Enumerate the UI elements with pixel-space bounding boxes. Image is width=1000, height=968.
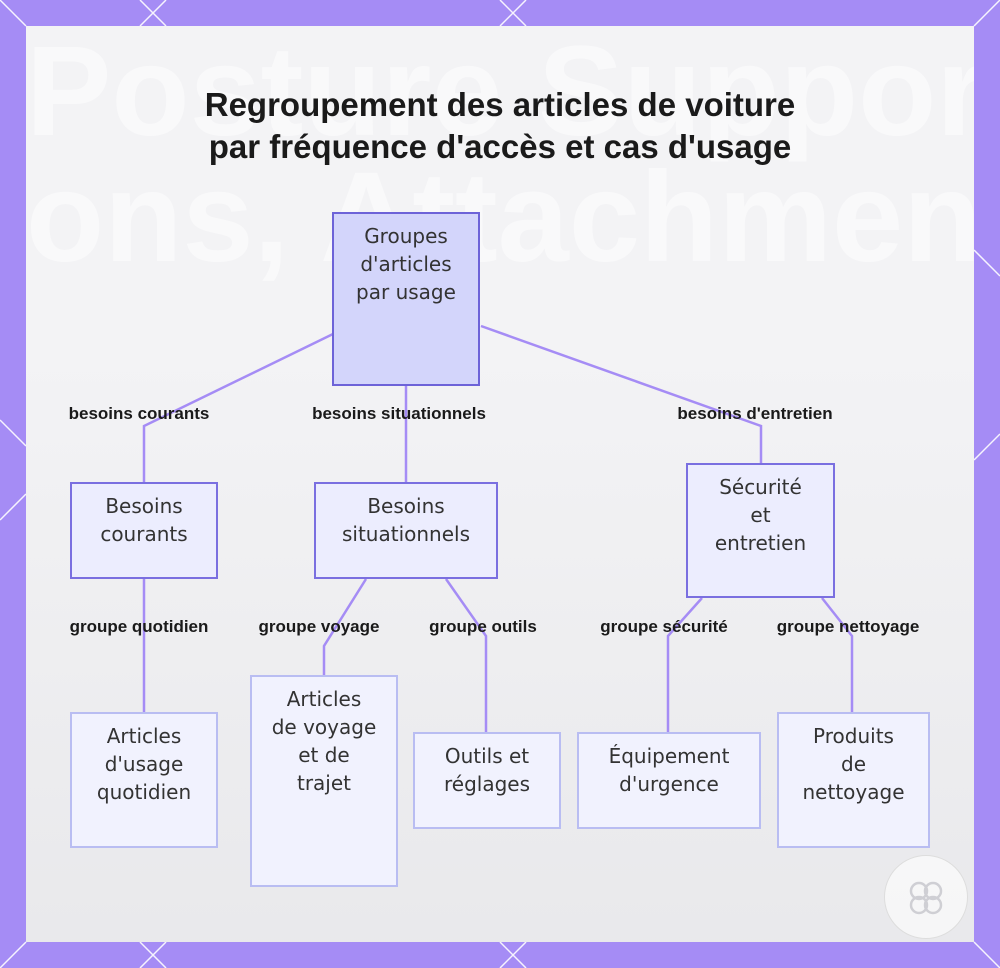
edge-label-securite: groupe sécurité <box>600 617 728 636</box>
edge-label-nettoyage: groupe nettoyage <box>776 617 920 636</box>
edge-label-courants: besoins courants <box>68 404 210 423</box>
node-articles-voyage: Articles de voyage et de trajet <box>250 675 398 887</box>
edge-root-courants <box>142 332 334 484</box>
edge-label-voyage: groupe voyage <box>258 617 380 636</box>
edge-entretien-nettoyage <box>821 597 854 712</box>
edge-entretien-urgence <box>666 597 703 732</box>
node-equipement-urgence: Équipement d'urgence <box>577 732 761 829</box>
edge-root-entretien <box>480 324 763 463</box>
edge-label-outils: groupe outils <box>429 617 537 636</box>
node-outils-reglages: Outils et réglages <box>413 732 561 829</box>
node-securite-entretien: Sécurité et entretien <box>686 463 835 598</box>
diagram-card: Posture Suppor ons, Attachments Regroupe… <box>26 26 974 942</box>
node-besoins-situationnels: Besoins situationnels <box>314 482 498 579</box>
edge-situationnels-outils <box>444 578 488 732</box>
title-line-1: Regroupement des articles de voiture <box>204 86 796 123</box>
node-besoins-courants: Besoins courants <box>70 482 218 579</box>
edge-label-situationnels: besoins situationnels <box>312 404 486 423</box>
node-root: Groupes d'articles par usage <box>332 212 480 386</box>
node-produits-nettoyage: Produits de nettoyage <box>777 712 930 848</box>
background-watermark-line-1: Posture Suppor <box>26 26 974 163</box>
edge-label-quotidien: groupe quotidien <box>69 617 209 636</box>
background-watermark-line-2: ons, Attachments <box>26 146 974 289</box>
node-articles-quotidien: Articles d'usage quotidien <box>70 712 218 848</box>
edge-label-entretien: besoins d'entretien <box>677 404 833 423</box>
edge-situationnels-voyage <box>322 578 368 675</box>
brand-logo-icon <box>884 855 968 939</box>
diagram-title: Regroupement des articles de voiture par… <box>26 84 974 168</box>
title-line-2: par fréquence d'accès et cas d'usage <box>208 128 792 165</box>
edges-layer <box>142 324 854 732</box>
